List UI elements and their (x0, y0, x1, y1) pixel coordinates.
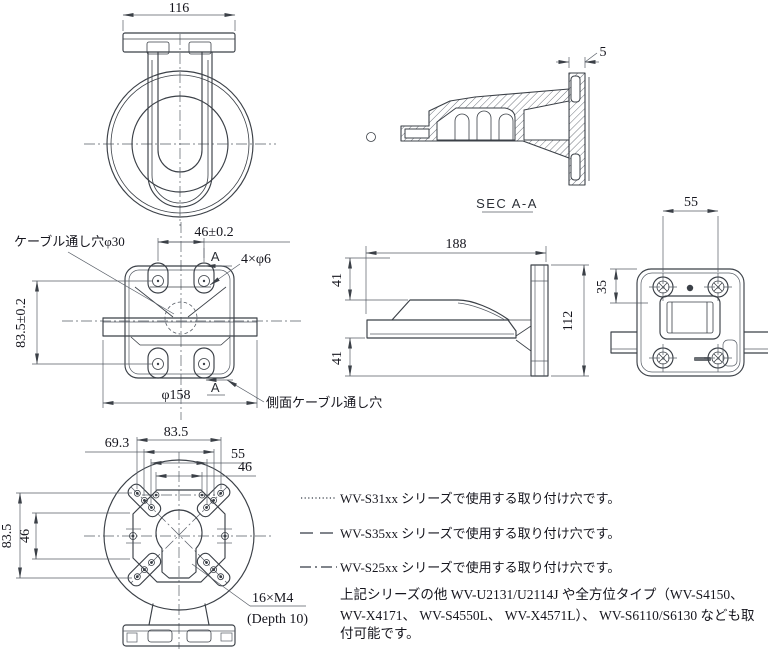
legend-item-s25xx: WV-S25xx シリーズで使用する取り付け穴です。 (340, 560, 620, 575)
dim-55-bottom: 55 (150, 447, 252, 465)
dim-112: 112 (551, 264, 589, 377)
svg-text:41: 41 (330, 351, 345, 365)
top-width-dim: 116 (169, 1, 189, 16)
section-arrow-bottom: A (205, 378, 233, 396)
flange-diameter-dim: φ158 (161, 388, 190, 403)
flange-thickness-dim: 5 (600, 45, 607, 60)
dim-83-5: 83.5±0.2 (14, 280, 152, 365)
svg-text:35: 35 (595, 280, 610, 294)
back-screws (649, 273, 732, 372)
bottom-view: 83.5 69.3 55 46 83.5 46 (0, 425, 308, 649)
front-view: 46±0.2 A A 4×φ6 ケーブル通し穴φ30 83.5±0.2 (14, 222, 382, 420)
section-title: SEC A-A (476, 196, 538, 213)
bottom-ext-lines (16, 437, 222, 579)
section-flange (568, 72, 590, 186)
dim-116: 116 (122, 1, 236, 31)
arm-length-dim: 188 (446, 237, 467, 252)
top-view-dome (106, 70, 254, 218)
svg-text:83.5: 83.5 (164, 425, 189, 440)
svg-text:A: A (211, 249, 221, 264)
legend-item-s35xx: WV-S35xx シリーズで使用する取り付け穴です。 (340, 526, 620, 541)
side-view: 188 41 (330, 237, 589, 377)
label-16xM4: 16×M4 (Depth 10) (191, 563, 308, 627)
section-label: SEC A-A (476, 196, 538, 211)
back-side-tabs (610, 331, 768, 354)
svg-text:16×M4: 16×M4 (252, 591, 293, 606)
svg-text:側面ケーブル通し穴: 側面ケーブル通し穴 (266, 395, 382, 410)
svg-text:69.3: 69.3 (105, 436, 130, 451)
front-flange-bar (102, 317, 258, 337)
cable-hole-circle (164, 301, 198, 335)
logo-mark (694, 357, 711, 361)
legend-item-s31xx: WV-S31xx シリーズで使用する取り付け穴です。 (340, 491, 620, 506)
note-line-1: 上記シリーズの他 WV-U2131/U2114J や全方位タイプ（WV-S415… (340, 586, 744, 602)
svg-text:83.5: 83.5 (0, 524, 15, 549)
total-height-dim: 112 (561, 311, 576, 331)
section-arrow-top: A (203, 248, 232, 268)
screw-holes-label: 4×φ6 (241, 252, 271, 267)
svg-text:55: 55 (684, 195, 698, 210)
bottom-dome-outline (103, 459, 255, 611)
thread-pads (126, 483, 232, 587)
dim-69-3: 69.3 (85, 436, 215, 454)
hole-pitch-v-dim: 83.5±0.2 (14, 298, 29, 348)
side-arm (366, 299, 532, 352)
bottom-base (122, 603, 236, 647)
dim-5: 5 (556, 45, 607, 68)
dim-41-lower: 41 (330, 337, 531, 377)
note-line-2: WV-X4171、 WV-S4550L、 WV-X4571L）、 WV-S611… (340, 608, 755, 623)
note-line-3: 付可能です。 (340, 626, 420, 641)
dim-phi158: φ158 (102, 340, 258, 408)
dim-46: 46±0.2 (157, 225, 290, 261)
label-side-cable: 側面ケーブル通し穴 (226, 379, 382, 410)
svg-text:(Depth 10): (Depth 10) (247, 612, 308, 627)
side-wall-plate (530, 264, 549, 377)
svg-text:55: 55 (231, 447, 245, 462)
svg-text:A: A (211, 380, 221, 395)
legend-note: 上記シリーズの他 WV-U2131/U2114J や全方位タイプ（WV-S415… (340, 586, 755, 641)
top-view-plate (122, 32, 236, 55)
svg-text:41: 41 (330, 273, 345, 287)
legend: WV-S31xx シリーズで使用する取り付け穴です。 WV-S35xx シリーズ… (300, 491, 755, 641)
section-screw-mark (366, 132, 376, 142)
hole-pitch-h-dim: 46±0.2 (194, 225, 233, 240)
back-pilot-hole (686, 284, 694, 292)
back-view: 55 35 (595, 195, 768, 377)
back-plate (636, 268, 745, 377)
dim-41-upper: 41 (330, 257, 408, 301)
svg-text:46: 46 (238, 460, 252, 475)
dim-83-5-bottom: 83.5 (136, 425, 222, 442)
top-view: 116 (84, 1, 276, 226)
dim-46-bottom: 46 (155, 460, 256, 478)
back-right-slot (722, 339, 738, 367)
dim-v-83-5: 83.5 (0, 492, 22, 579)
section-cavity (404, 100, 570, 141)
svg-text:46: 46 (18, 529, 33, 543)
dim-v-46: 46 (18, 512, 38, 560)
dim-35: 35 (595, 268, 648, 304)
section-view: 5 SEC A-A (366, 45, 607, 213)
center-opening (155, 509, 203, 579)
back-center-recess (659, 295, 721, 340)
dim-55-back: 55 (662, 195, 719, 272)
svg-text:ケーブル通し穴φ30: ケーブル通し穴φ30 (14, 234, 125, 249)
label-4xphi6: 4×φ6 (209, 252, 271, 286)
label-cable-hole: ケーブル通し穴φ30 (14, 234, 175, 315)
dim-188: 188 (365, 237, 547, 314)
